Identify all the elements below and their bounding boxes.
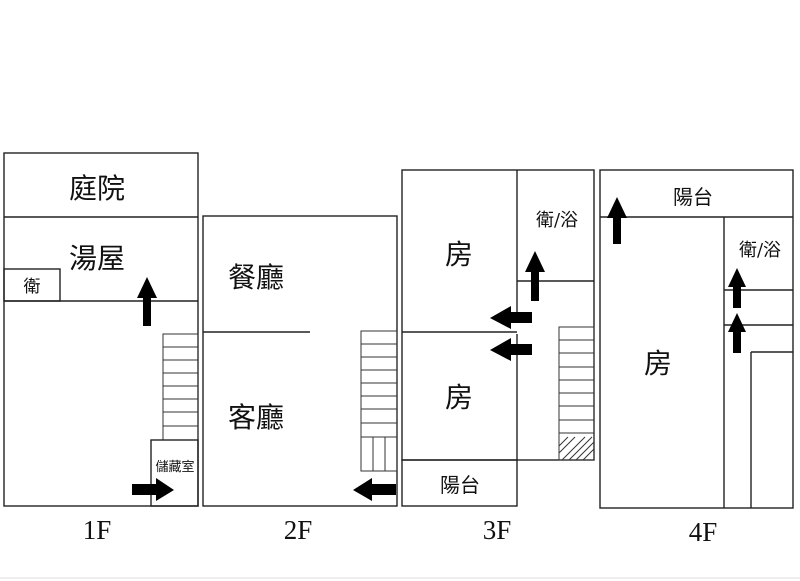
room-label-living: 客廳 [228, 401, 284, 434]
room-label-bathhouse: 湯屋 [69, 242, 125, 275]
room-label-toilet: 衛 [24, 277, 41, 297]
floor-1f-outline [3, 152, 199, 507]
door-arrow-icon [137, 277, 157, 326]
floor-label-4f: 4F [689, 517, 718, 547]
door-arrow-icon [728, 268, 746, 308]
room-label-bath: 衛/浴 [739, 240, 781, 261]
door-arrow-icon [525, 251, 545, 301]
floor-label-1f: 1F [83, 515, 112, 545]
floor-label-3f: 3F [483, 515, 512, 545]
storage-room [150, 439, 199, 507]
floor-2f-outline [202, 215, 398, 507]
room-label-balcony: 陽台 [440, 473, 480, 497]
door-arrow-icon [607, 197, 627, 244]
door-arrow-icon [132, 478, 174, 501]
room-label-room: 房 [445, 381, 473, 414]
balcony-3f [401, 459, 518, 507]
floor-3f: 房 房 衛/浴 陽台 3F [401, 169, 595, 545]
room-label-room: 房 [445, 238, 473, 271]
floor-1f: 庭院 湯屋 衛 儲藏室 1F [3, 152, 199, 545]
room-label-courtyard: 庭院 [69, 172, 125, 205]
door-arrow-icon [728, 313, 746, 353]
floor-4f-outline [599, 169, 794, 509]
room-label-room: 房 [644, 347, 672, 380]
door-arrow-icon [353, 478, 396, 501]
floor-2f: 餐廳 客廳 2F [202, 215, 398, 545]
floor-label-2f: 2F [284, 515, 313, 545]
toilet-room [3, 268, 61, 302]
room-label-bath: 衛/浴 [536, 210, 578, 231]
room-label-dining: 餐廳 [228, 261, 284, 294]
room-label-balcony: 陽台 [673, 185, 713, 209]
door-arrow-icon [490, 306, 532, 329]
stairs-icon [360, 330, 398, 472]
door-arrow-icon [490, 338, 532, 361]
floor-4f: 陽台 衛/浴 房 4F [599, 169, 794, 547]
stairs-icon [558, 326, 595, 461]
stairs-icon [162, 333, 199, 441]
room-label-storage: 儲藏室 [155, 459, 194, 475]
